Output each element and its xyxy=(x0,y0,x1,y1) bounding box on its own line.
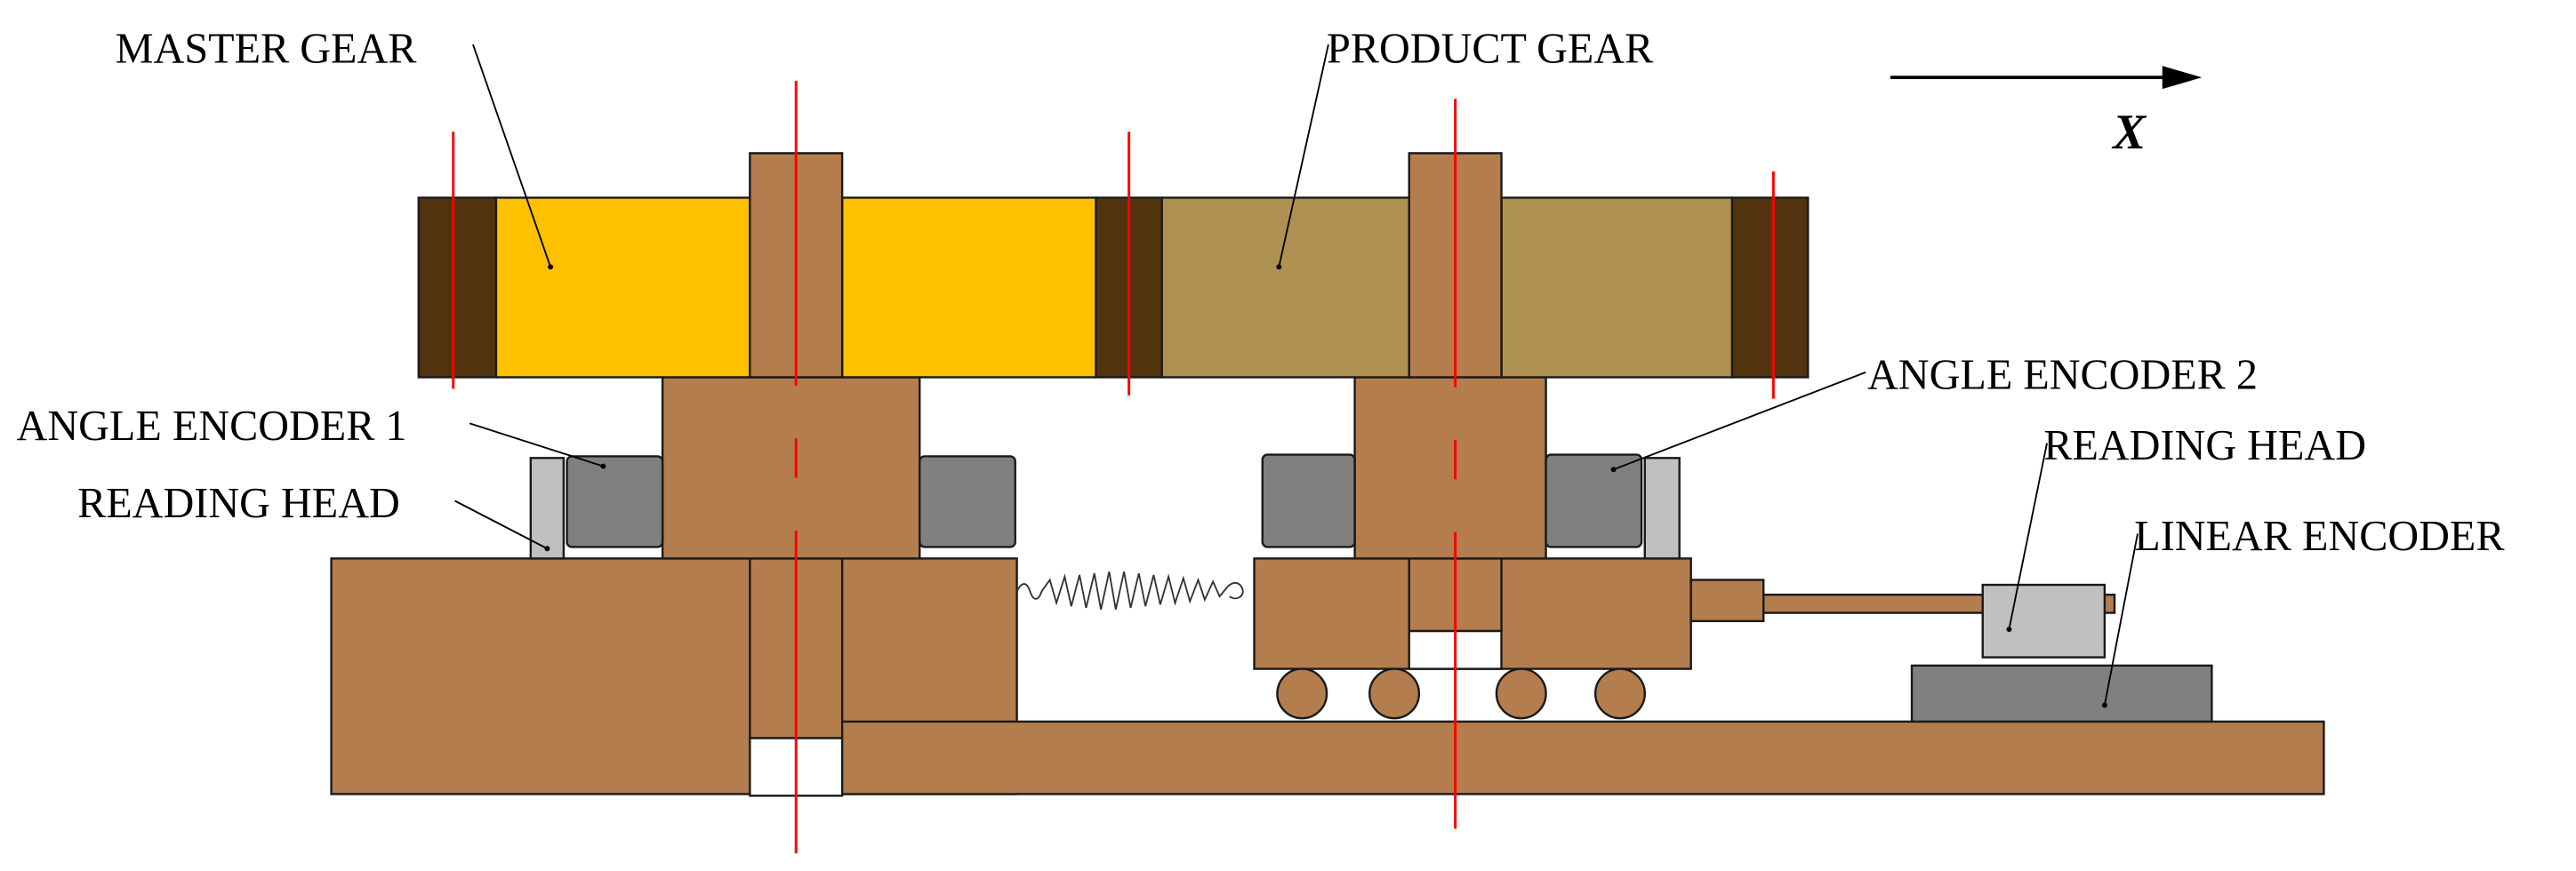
reading-head-1 xyxy=(529,457,566,560)
master-gear-body-right xyxy=(840,196,1097,379)
label-angle-encoder-2: ANGLE ENCODER 2 xyxy=(1867,351,2258,398)
label-linear-encoder: LINEAR ENCODER xyxy=(2134,513,2505,560)
center-lines xyxy=(452,80,1775,854)
master-gear-teeth-left xyxy=(417,196,498,379)
axis-arrow-head xyxy=(2162,66,2203,90)
master-hub xyxy=(661,376,921,560)
angle-encoder-2-disk-right xyxy=(1545,453,1643,548)
label-master-gear: MASTER GEAR xyxy=(116,25,418,72)
leader-dot-product-gear xyxy=(1276,264,1282,270)
leader-lines xyxy=(454,44,2139,708)
axis-label-x: X xyxy=(2111,105,2147,160)
leader-dot-angle-encoder-1 xyxy=(600,463,606,469)
leader-dot-angle-encoder-2 xyxy=(1610,467,1617,473)
angle-encoder-1-disk-left xyxy=(566,455,664,548)
label-reading-head-right: READING HEAD xyxy=(2043,422,2366,469)
reading-head-2 xyxy=(1643,457,1681,560)
spring-icon xyxy=(1015,571,1244,611)
leader-dot-reading-head-right xyxy=(2006,627,2012,633)
reading-head-3 xyxy=(1981,583,2107,659)
leader-master-gear xyxy=(472,44,551,268)
carriage-wheel-2 xyxy=(1368,667,1421,720)
master-gear-assembly xyxy=(417,152,1163,560)
carriage-wheel-1 xyxy=(1276,667,1328,720)
linear-encoder-scale xyxy=(1910,664,2213,723)
leader-dot-linear-encoder xyxy=(2101,702,2107,708)
leader-reading-head-right xyxy=(2008,443,2048,630)
product-gear-body-left xyxy=(1160,196,1410,379)
carriage-wheel-4 xyxy=(1593,667,1646,720)
label-reading-head-left: READING HEAD xyxy=(77,480,400,527)
carriage-arm xyxy=(1689,579,1765,623)
master-gear-body-left xyxy=(494,196,751,379)
leader-angle-encoder-1 xyxy=(469,422,604,467)
leader-reading-head-left xyxy=(454,499,548,550)
leader-product-gear xyxy=(1278,44,1329,268)
product-gear-assembly xyxy=(1160,152,2116,720)
base-rail xyxy=(839,720,2325,795)
leader-dot-reading-head-left xyxy=(544,546,550,552)
angle-encoder-1-disk-right xyxy=(919,455,1016,548)
base-joint xyxy=(842,723,1015,793)
product-gear-teeth-right xyxy=(1730,196,1810,379)
linear-encoder-assembly xyxy=(1910,583,2213,723)
leader-linear-encoder xyxy=(2103,533,2139,706)
leader-dot-master-gear xyxy=(548,264,554,270)
leader-angle-encoder-2 xyxy=(1613,372,1866,471)
carriage-wheel-3 xyxy=(1495,667,1547,720)
arrow-right-icon xyxy=(1890,66,2203,90)
label-angle-encoder-1: ANGLE ENCODER 1 xyxy=(17,403,407,450)
label-product-gear: PRODUCT GEAR xyxy=(1327,25,1654,72)
angle-encoder-2-disk-left xyxy=(1261,453,1356,548)
product-gear-body-right xyxy=(1500,196,1734,379)
product-hub xyxy=(1353,376,1547,560)
labels: MASTER GEAR PRODUCT GEAR ANGLE ENCODER 1… xyxy=(17,25,2506,560)
spring-coil xyxy=(1015,571,1244,611)
